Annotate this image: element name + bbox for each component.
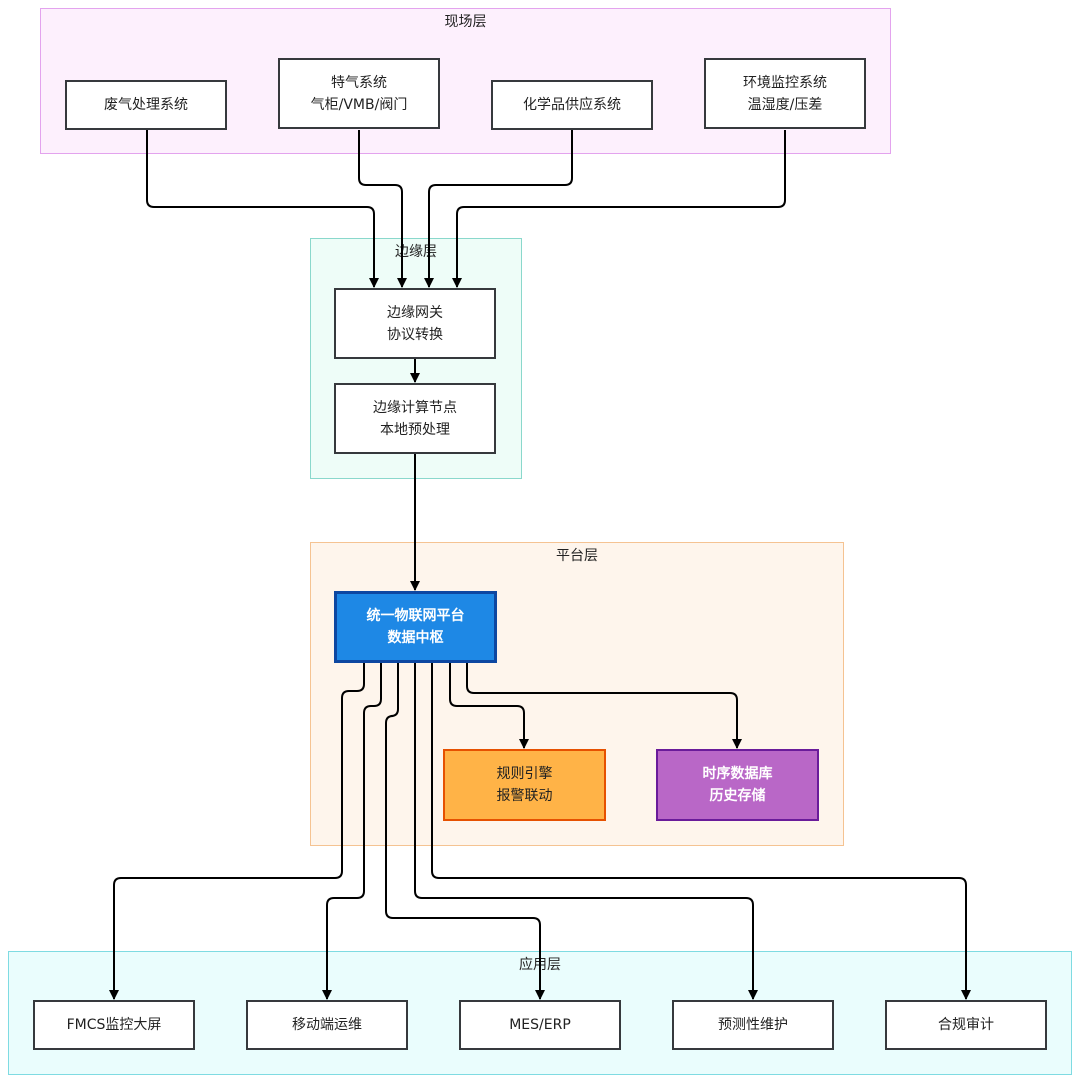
mobile-ops-label: 移动端运维: [292, 1017, 362, 1033]
compliance-audit-label: 合规审计: [938, 1017, 994, 1033]
env-monitor-node[interactable]: 环境监控系统 温湿度/压差: [704, 58, 866, 129]
fmcs-screen-node[interactable]: FMCS监控大屏: [33, 1000, 195, 1050]
tsdb-label: 时序数据库: [702, 766, 773, 782]
edge-gateway-label: 边缘网关: [387, 304, 443, 321]
exhaust-system-label: 废气处理系统: [104, 97, 188, 113]
special-gas-system-label: 特气系统: [331, 74, 387, 91]
edge-compute-label: 边缘计算节点: [373, 399, 457, 416]
tsdb-sublabel: 历史存储: [709, 788, 766, 804]
env-monitor-label: 环境监控系统: [743, 74, 827, 91]
mes-erp-node[interactable]: MES/ERP: [459, 1000, 621, 1050]
exhaust-system-node[interactable]: 废气处理系统: [65, 80, 227, 130]
env-monitor-sublabel: 温湿度/压差: [747, 96, 823, 113]
platform-layer-title: 平台层: [556, 548, 598, 564]
special-gas-system-sublabel: 气柜/VMB/阀门: [310, 96, 408, 113]
iot-platform-label: 统一物联网平台: [366, 608, 465, 624]
chemical-supply-node[interactable]: 化学品供应系统: [491, 80, 653, 130]
fmcs-screen-label: FMCS监控大屏: [66, 1017, 162, 1033]
special-gas-system-node[interactable]: 特气系统 气柜/VMB/阀门: [278, 58, 440, 129]
edge-layer-title: 边缘层: [395, 244, 437, 260]
predictive-maintenance-label: 预测性维护: [718, 1017, 788, 1033]
rule-engine-sublabel: 报警联动: [496, 788, 553, 804]
edge-compute-node[interactable]: 边缘计算节点 本地预处理: [334, 383, 496, 454]
iot-platform-node[interactable]: 统一物联网平台 数据中枢: [334, 591, 497, 663]
edge-gateway-node[interactable]: 边缘网关 协议转换: [334, 288, 496, 359]
compliance-audit-node[interactable]: 合规审计: [885, 1000, 1047, 1050]
field-layer-title: 现场层: [444, 14, 487, 30]
app-layer-title: 应用层: [519, 957, 561, 973]
tsdb-node[interactable]: 时序数据库 历史存储: [656, 749, 819, 821]
mes-erp-label: MES/ERP: [509, 1017, 571, 1033]
edge-compute-sublabel: 本地预处理: [380, 421, 450, 438]
mobile-ops-node[interactable]: 移动端运维: [246, 1000, 408, 1050]
predictive-maintenance-node[interactable]: 预测性维护: [672, 1000, 834, 1050]
iot-platform-sublabel: 数据中枢: [387, 630, 444, 646]
chemical-supply-label: 化学品供应系统: [523, 97, 621, 113]
edge-gateway-sublabel: 协议转换: [387, 326, 443, 343]
rule-engine-label: 规则引擎: [496, 766, 553, 782]
rule-engine-node[interactable]: 规则引擎 报警联动: [443, 749, 606, 821]
